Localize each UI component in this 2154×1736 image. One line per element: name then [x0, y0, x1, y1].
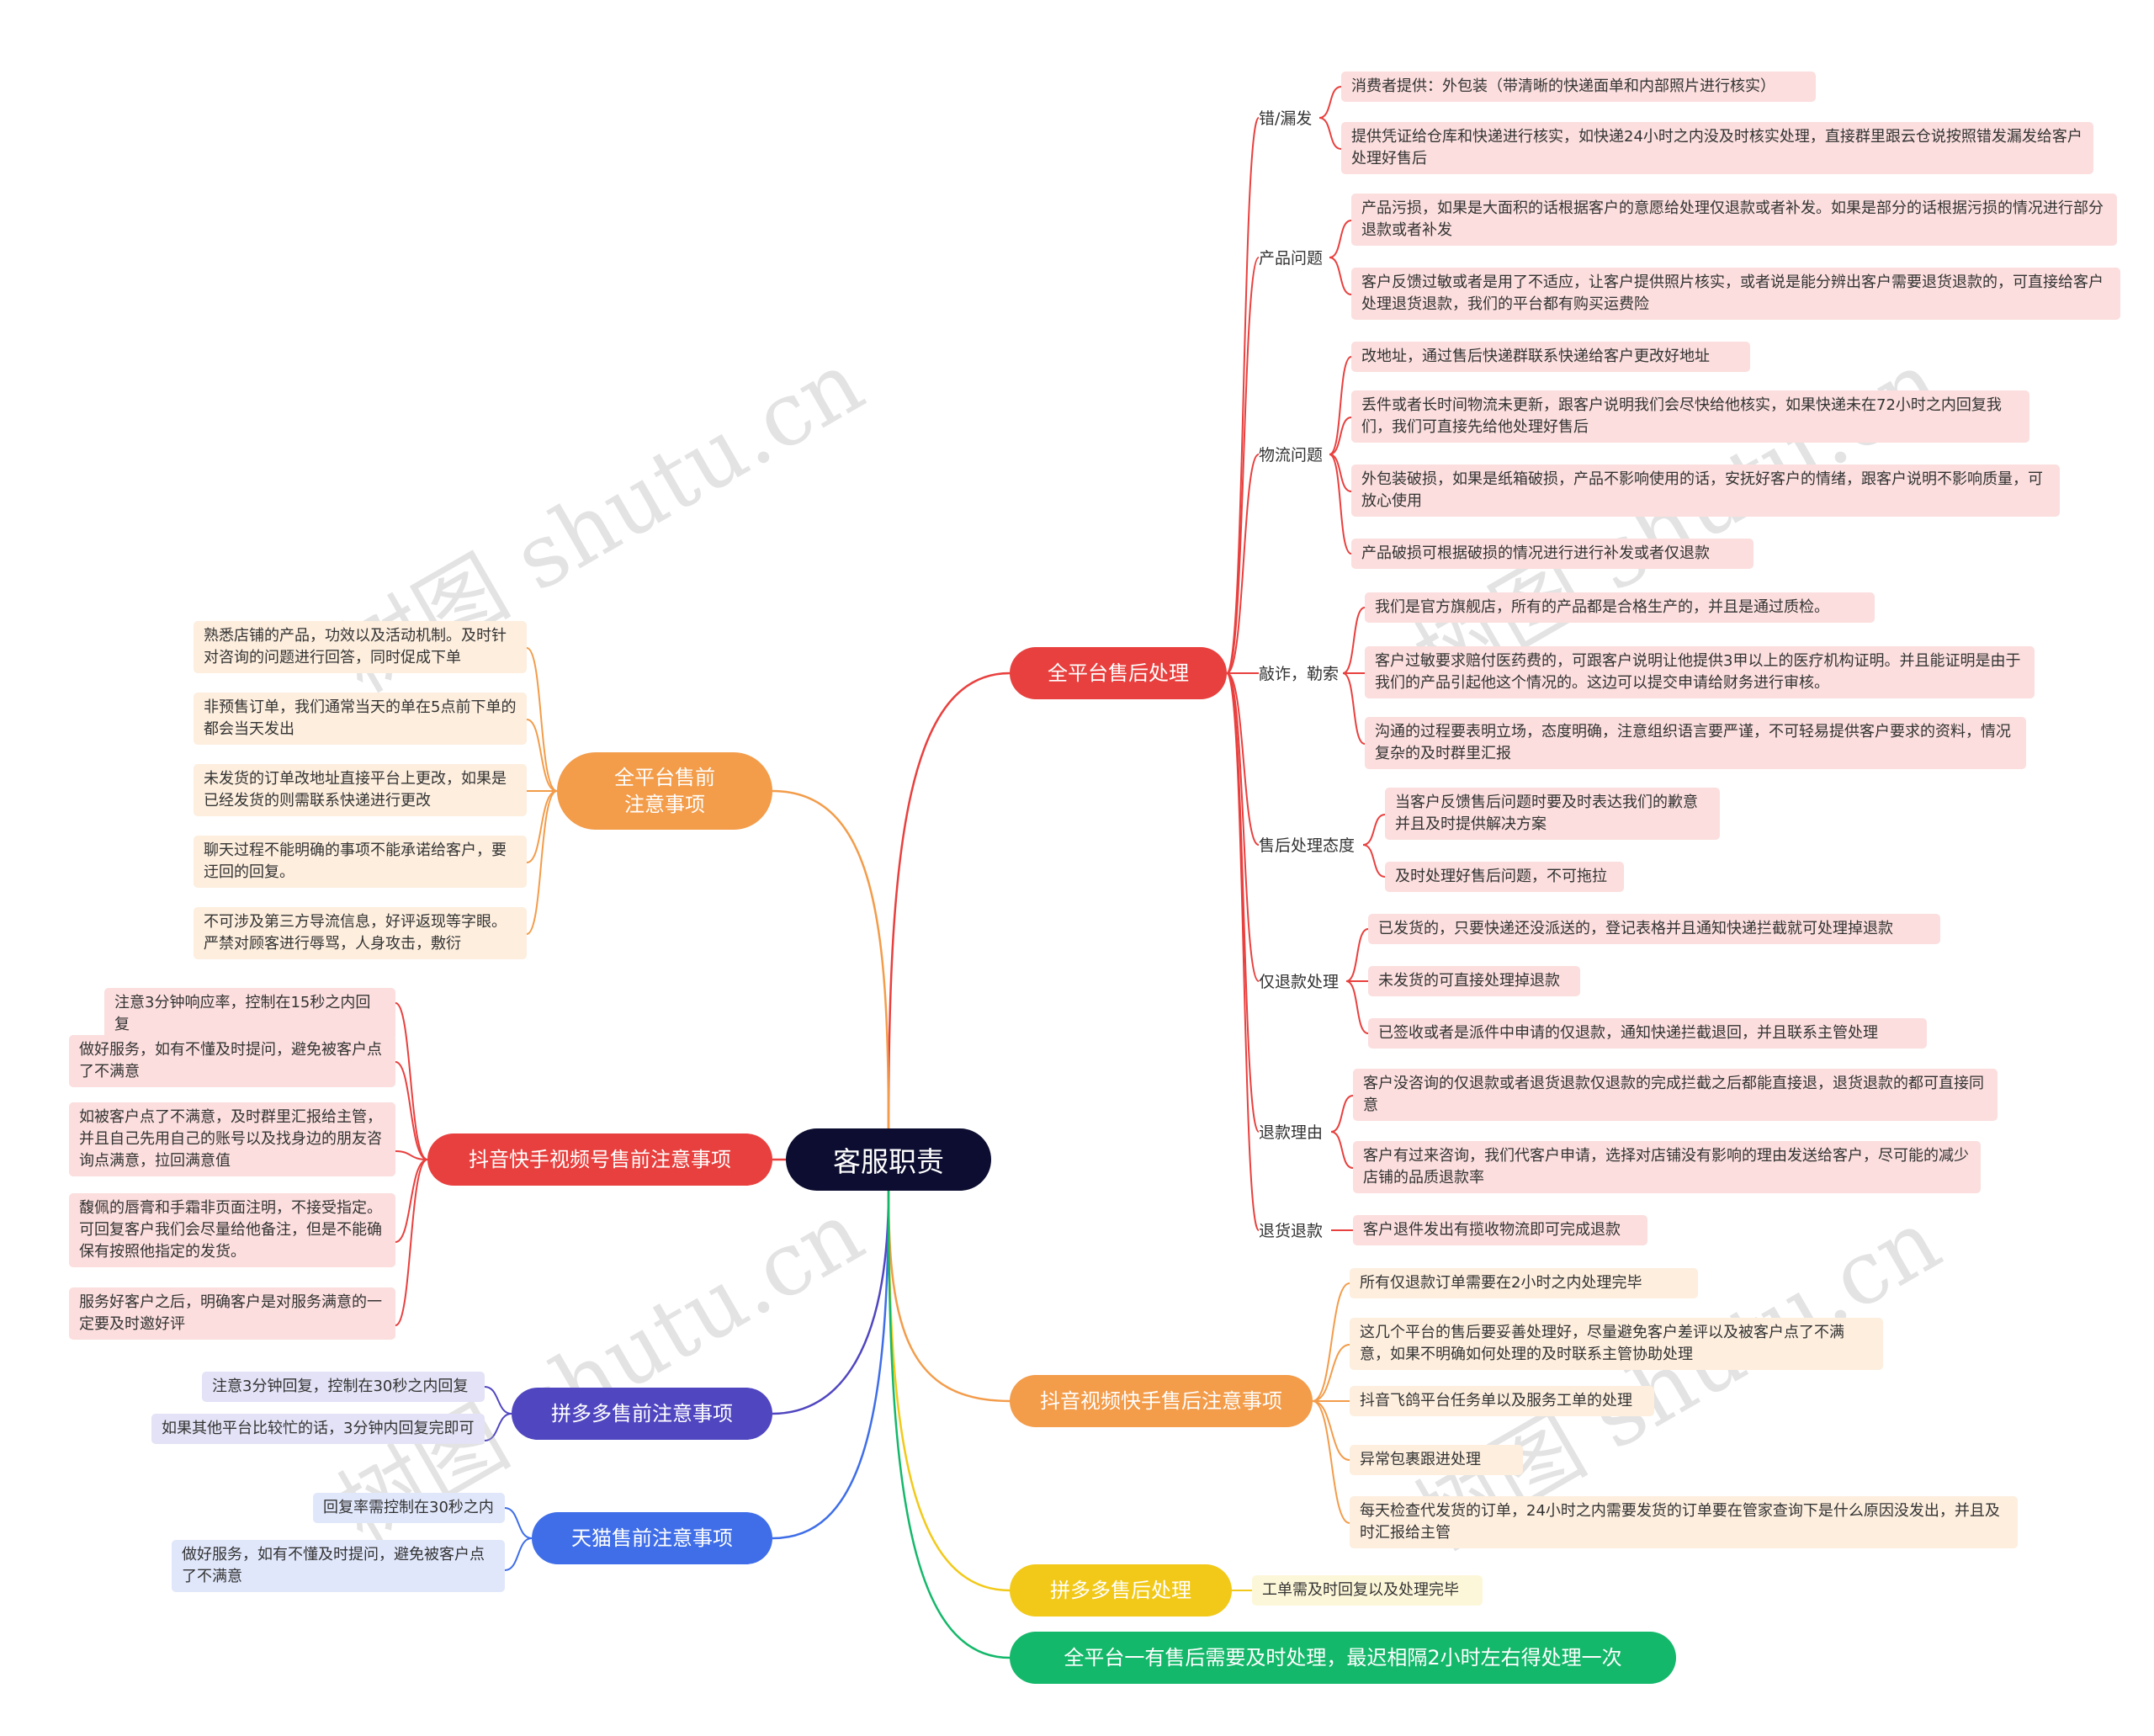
leaf-item: 提供凭证给仓库和快递进行核实，如快递24小时之内没及时核实处理，直接群里跟云仓说… [1341, 122, 2093, 174]
leaf-item: 注意3分钟回复，控制在30秒之内回复 [202, 1372, 485, 1402]
leaf-item: 客户过敏要求赔付医药费的，可跟客户说明让他提供3甲以上的医疗机构证明。并且能证明… [1365, 646, 2035, 698]
leaf-item: 所有仅退款订单需要在2小时之内处理完毕 [1350, 1268, 1698, 1298]
topic-refund-reason[interactable]: 退款理由 [1259, 1123, 1324, 1142]
branch-pdd-presale[interactable]: 拼多多售前注意事项 [512, 1388, 772, 1440]
topic-return-refund[interactable]: 退货退款 [1259, 1222, 1324, 1240]
branch-all-platform[interactable]: 全平台一有售后需要及时处理，最迟相隔2小时左右得处理一次 [1010, 1632, 1676, 1684]
leaf-item: 非预售订单，我们通常当天的单在5点前下单的都会当天发出 [194, 693, 527, 745]
leaf-item: 抖音飞鸽平台任务单以及服务工单的处理 [1350, 1386, 1654, 1416]
leaf-item: 未发货的订单改地址直接平台上更改，如果是已经发货的则需联系快递进行更改 [194, 764, 527, 816]
leaf-item: 如果其他平台比较忙的话，3分钟内回复完即可 [151, 1414, 485, 1444]
leaf-item: 客户有过来咨询，我们代客户申请，选择对店铺没有影响的理由发送给客户，尽可能的减少… [1353, 1141, 1981, 1193]
branch-douyin-after-sales[interactable]: 抖音视频快手售后注意事项 [1010, 1375, 1313, 1427]
leaf-item: 客户反馈过敏或者是用了不适应，让客户提供照片核实，或者说是能分辨出客户需要退货退… [1351, 268, 2120, 320]
leaf-item: 聊天过程不能明确的事项不能承诺给客户，要迂回的回复。 [194, 836, 527, 888]
leaf-item: 已签收或者是派件中申请的仅退款，通知快递拦截退回，并且联系主管处理 [1368, 1018, 1927, 1049]
branch-presale-all[interactable]: 全平台售前 注意事项 [557, 752, 772, 830]
root-node[interactable]: 客服职责 [786, 1128, 991, 1191]
leaf-item: 每天检查代发货的订单，24小时之内需要发货的订单要在管家查询下是什么原因没发出，… [1350, 1496, 2018, 1548]
leaf-item: 消费者提供：外包装（带清晰的快递面单和内部照片进行核实） [1341, 72, 1816, 102]
leaf-item: 当客户反馈售后问题时要及时表达我们的歉意并且及时提供解决方案 [1385, 788, 1720, 840]
leaf-item: 做好服务，如有不懂及时提问，避免被客户点了不满意 [172, 1540, 505, 1592]
leaf-item: 已发货的，只要快递还没派送的，登记表格并且通知快递拦截就可处理掉退款 [1368, 914, 1940, 944]
leaf-item: 客户退件发出有揽收物流即可完成退款 [1353, 1215, 1647, 1245]
leaf-item: 做好服务，如有不懂及时提问，避免被客户点了不满意 [69, 1035, 395, 1087]
branch-pdd-after-sales[interactable]: 拼多多售后处理 [1010, 1564, 1232, 1617]
topic-refund-only[interactable]: 仅退款处理 [1259, 973, 1340, 991]
leaf-item: 我们是官方旗舰店，所有的产品都是合格生产的，并且是通过质检。 [1365, 592, 1875, 623]
leaf-item: 这几个平台的售后要妥善处理好，尽量避免客户差评以及被客户点了不满意，如果不明确如… [1350, 1318, 1883, 1370]
branch-label-line1: 全平台售前 [614, 766, 715, 789]
leaf-item: 馥佩的唇膏和手霜非页面注明，不接受指定。可回复客户我们会尽量给他备注，但是不能确… [69, 1193, 395, 1267]
branch-tmall-presale[interactable]: 天猫售前注意事项 [532, 1512, 772, 1564]
leaf-item: 异常包裹跟进处理 [1350, 1445, 1523, 1475]
branch-after-sales-all[interactable]: 全平台售后处理 [1010, 647, 1227, 699]
leaf-item: 及时处理好售后问题，不可拖拉 [1385, 862, 1624, 892]
topic-product-issue[interactable]: 产品问题 [1259, 249, 1324, 268]
leaf-item: 回复率需控制在30秒之内 [313, 1493, 505, 1523]
leaf-item: 丢件或者长时间物流未更新，跟客户说明我们会尽快给他核实，如果快递未在72小时之内… [1351, 390, 2029, 443]
leaf-item: 未发货的可直接处理掉退款 [1368, 966, 1580, 996]
branch-label-line2: 注意事项 [624, 793, 705, 816]
leaf-item: 外包装破损，如果是纸箱破损，产品不影响使用的话，安抚好客户的情绪，跟客户说明不影… [1351, 465, 2060, 517]
leaf-item: 不可涉及第三方导流信息，好评返现等字眼。严禁对顾客进行辱骂，人身攻击，敷衍 [194, 907, 527, 959]
topic-logistics[interactable]: 物流问题 [1259, 446, 1324, 465]
leaf-item: 工单需及时回复以及处理完毕 [1252, 1575, 1483, 1606]
leaf-item: 服务好客户之后，明确客户是对服务满意的一定要及时邀好评 [69, 1287, 395, 1340]
leaf-item: 改地址，通过售后快递群联系快递给客户更改好地址 [1351, 342, 1750, 372]
leaf-item: 熟悉店铺的产品，功效以及活动机制。及时针对咨询的问题进行回答，同时促成下单 [194, 621, 527, 673]
branch-douyin-presale[interactable]: 抖音快手视频号售前注意事项 [427, 1133, 772, 1186]
leaf-item: 产品破损可根据破损的情况进行进行补发或者仅退款 [1351, 539, 1753, 569]
topic-wrong-missing[interactable]: 错/漏发 [1259, 109, 1313, 128]
leaf-item: 注意3分钟响应率，控制在15秒之内回复 [104, 988, 395, 1040]
topic-extortion[interactable]: 敲诈，勒索 [1259, 665, 1340, 683]
leaf-item: 产品污损，如果是大面积的话根据客户的意愿给处理仅退款或者补发。如果是部分的话根据… [1351, 194, 2117, 246]
leaf-item: 如被客户点了不满意，及时群里汇报给主管，并且自己先用自己的账号以及找身边的朋友咨… [69, 1102, 395, 1176]
topic-service-attitude[interactable]: 售后处理态度 [1259, 836, 1356, 855]
leaf-item: 客户没咨询的仅退款或者退货退款仅退款的完成拦截之后都能直接退，退货退款的都可直接… [1353, 1069, 1997, 1121]
leaf-item: 沟通的过程要表明立场，态度明确，注意组织语言要严谨，不可轻易提供客户要求的资料，… [1365, 717, 2026, 769]
